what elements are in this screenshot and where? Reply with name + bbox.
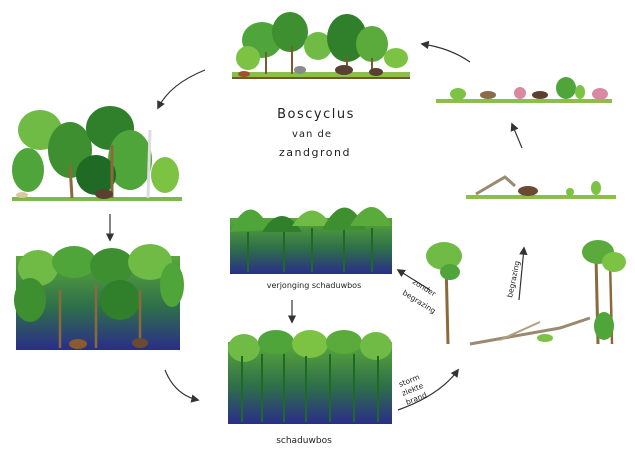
fallen-trunks <box>470 318 590 344</box>
arrow-heath-to-top <box>422 44 470 62</box>
stage-open-woodland <box>232 12 410 79</box>
label-schaduwbos: schaduwbos <box>276 436 332 446</box>
stage-shade-forest: schaduwbos <box>228 330 392 446</box>
arrow-left-to-bottom <box>165 370 198 400</box>
title-line-2: van de <box>292 129 332 140</box>
arrow-regrowth-to-heath <box>512 124 522 148</box>
stage-early-regrowth <box>466 177 616 199</box>
arrow-top-to-left <box>158 70 205 108</box>
stage-mixed-woodland <box>12 106 182 201</box>
stage-grazed-heath <box>436 77 612 103</box>
title-line-3: zandgrond <box>279 146 351 159</box>
title-line-1: Boscyclus <box>277 107 355 122</box>
label-verjonging-schaduwbos: verjonging schaduwbos <box>267 281 362 290</box>
stage-young-forest <box>14 244 184 350</box>
standing-tree-right <box>582 240 626 344</box>
stage-shade-regeneration: verjonging schaduwbos <box>230 207 392 290</box>
grazing-animals-heath <box>480 91 548 99</box>
arrow-regrowth-up <box>519 248 524 300</box>
stage-disturbance <box>426 240 626 344</box>
arrow-labels: storm ziekte brand zonder begrazing begr… <box>397 260 521 407</box>
diagram-title: Boscyclus van de zandgrond <box>277 107 355 159</box>
